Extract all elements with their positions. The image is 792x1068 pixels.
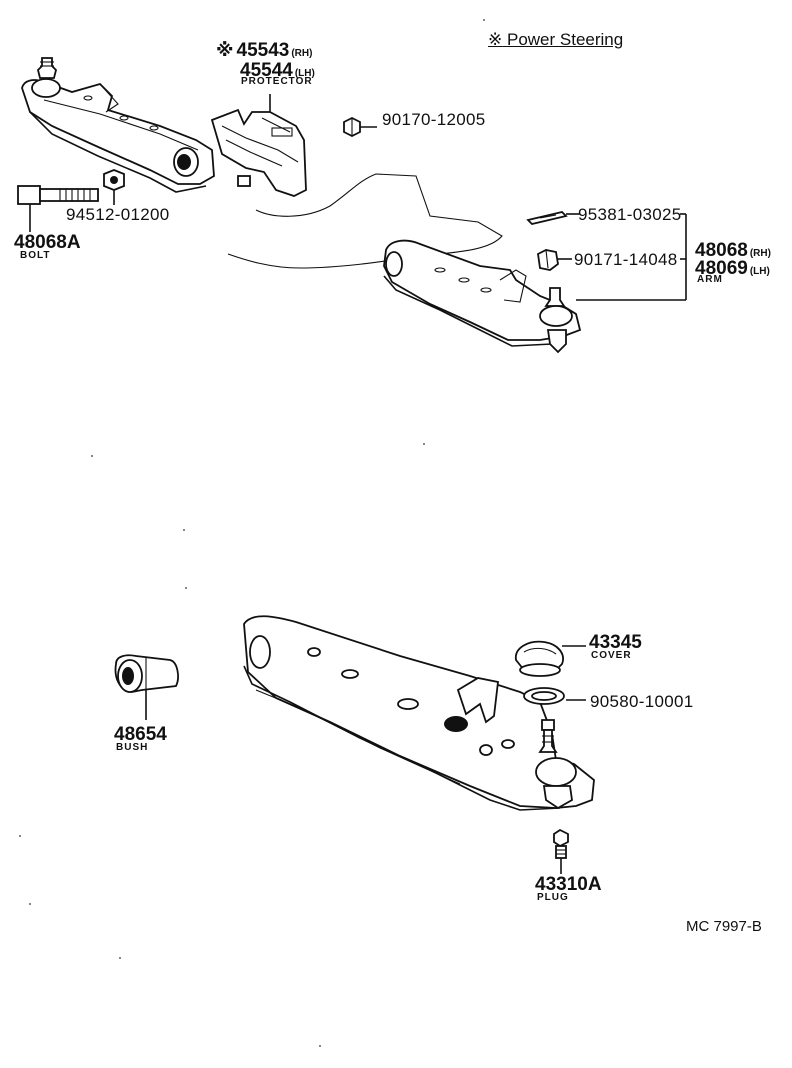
label-43310A: 43310A [535,874,602,895]
part-suffix: (RH) [749,248,771,259]
ball-joint-icon [535,719,577,810]
plug-icon [553,828,569,874]
legend-text: Power Steering [506,30,624,49]
part-suffix: (LH) [749,266,770,277]
bushing-icon [114,654,179,720]
part-name-bush: BUSH [116,742,149,753]
label-45543: ※45543(RH) [216,41,312,60]
label-94512-01200: 94512-01200 [66,205,170,224]
bolt-icon [17,185,99,232]
label-48654: 48654 [114,724,167,745]
frame-contour [227,173,503,269]
label-48068: 48068(RH) [695,241,771,260]
label-90580-10001: 90580-10001 [590,692,694,711]
label-95381-03025: 95381-03025 [578,205,682,224]
part-suffix: (LH) [294,68,315,79]
part-number: 48069 [695,258,748,279]
ball-joint-icon [539,287,573,354]
dust-cover-icon [515,640,586,677]
lower-arm-large-illustration [243,615,595,811]
nut-icon [537,249,572,271]
label-48069: 48069(LH) [695,259,770,278]
label-45544: 45544(LH) [240,61,315,80]
nut-icon [103,169,125,205]
label-43345: 43345 [589,632,642,653]
protector-illustration [210,94,307,197]
lower-arm-left-illustration [21,57,215,193]
part-number: 48068 [695,240,748,261]
part-name-cover: COVER [591,650,632,661]
part-number: 45543 [236,40,290,61]
lower-arm-right-illustration [383,239,582,354]
clip-ring-icon [523,687,586,705]
label-90171-14048: 90171-14048 [574,250,678,269]
part-bracket [576,213,687,301]
part-suffix: (RH) [291,48,313,59]
label-90170-12005: 90170-12005 [382,110,486,129]
part-number: 45544 [240,60,293,81]
ball-joint-icon [31,57,61,98]
part-name-plug: PLUG [537,892,569,903]
nut-icon [343,116,377,138]
power-steering-mark: ※ [216,40,234,60]
label-48068A: 48068A [14,232,81,253]
part-name-bolt: BOLT [20,250,51,261]
power-steering-legend: ※ Power Steering [488,31,623,48]
part-name-arm: ARM [697,274,723,285]
legend-mark: ※ [488,30,503,49]
cotter-pin-icon [526,211,580,225]
scan-specks [19,19,705,1047]
diagram-code: MC 7997-B [686,918,762,935]
part-name-protector: PROTECTOR [241,76,313,87]
